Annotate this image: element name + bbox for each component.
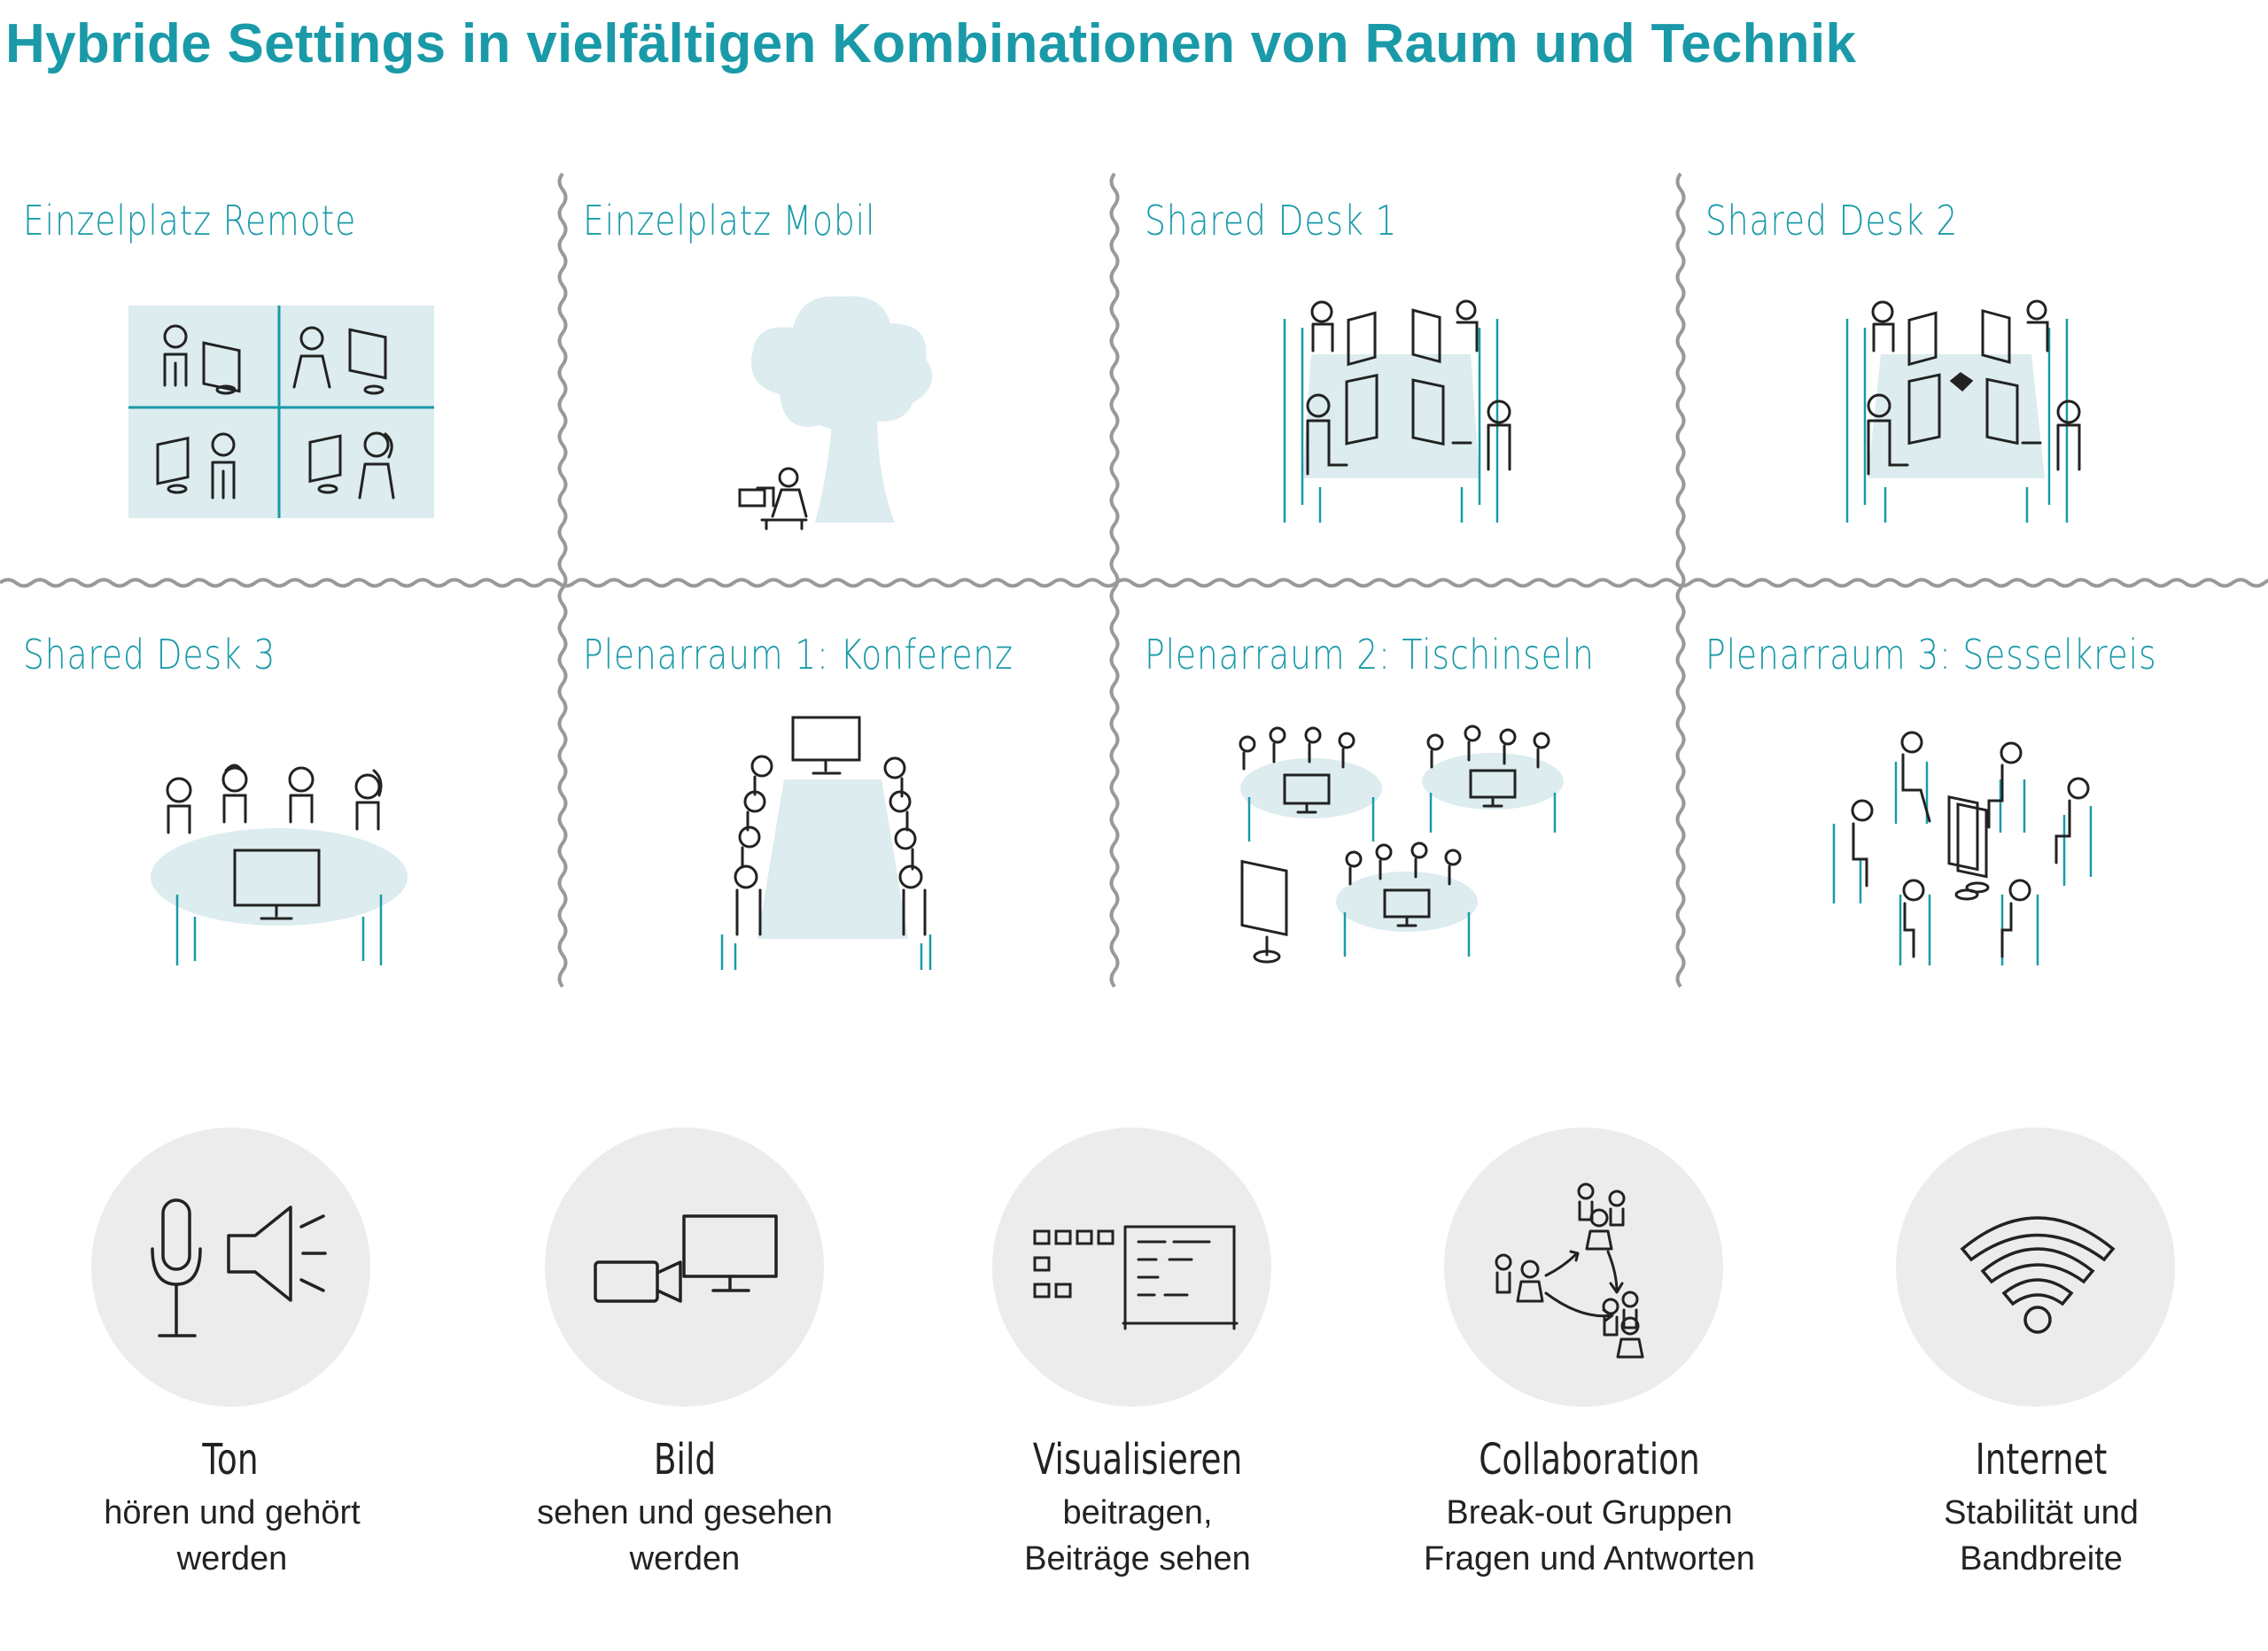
feature-desc-internet: Stabilität und Bandbreite (1829, 1490, 2254, 1582)
feature-circle-collaboration (1444, 1128, 1723, 1407)
feature-desc-bild: sehen und gesehen werden (472, 1490, 897, 1582)
setting-label-plenarraum-1: Plenarraum 1: Konferenz (583, 631, 1014, 678)
plenarraum-2-illustration (1239, 725, 1564, 964)
feature-title-collaboration: Collaboration (1479, 1435, 1700, 1484)
setting-label-shared-desk-2: Shared Desk 2 (1705, 197, 1959, 244)
feature-desc-line: Break-out Gruppen (1446, 1494, 1733, 1531)
wifi-icon (1960, 1216, 2116, 1334)
feature-desc-line: sehen und gesehen (537, 1494, 833, 1531)
feature-title-visualisieren: Visualisieren (1032, 1435, 1243, 1484)
feature-desc-ton: hören und gehört werden (19, 1490, 445, 1582)
feature-title-internet: Internet (1975, 1435, 2108, 1484)
breakout-groups-icon (1495, 1182, 1644, 1359)
feature-title-ton: Ton (202, 1435, 259, 1484)
horizontal-wavy-divider (0, 577, 2268, 588)
einzelplatz-mobil-illustration (738, 296, 933, 531)
microphone-speaker-icon (151, 1198, 327, 1337)
whiteboard-icon (1033, 1225, 1239, 1330)
feature-desc-line: werden (629, 1540, 741, 1577)
feature-desc-line: werden (176, 1540, 288, 1577)
feature-circle-internet (1896, 1128, 2175, 1407)
feature-desc-line: Beiträge sehen (1024, 1540, 1251, 1577)
feature-circle-ton (91, 1128, 370, 1407)
feature-desc-line: beitragen, (1062, 1494, 1213, 1531)
feature-desc-line: Bandbreite (1960, 1540, 2123, 1577)
feature-desc-line: Fragen und Antworten (1424, 1540, 1755, 1577)
setting-label-plenarraum-3: Plenarraum 3: Sesselkreis (1705, 631, 2157, 678)
setting-label-einzelplatz-mobil: Einzelplatz Mobil (583, 197, 876, 244)
feature-desc-visualisieren: beitragen, Beiträge sehen (925, 1490, 1350, 1582)
setting-label-plenarraum-2: Plenarraum 2: Tischinseln (1145, 631, 1595, 678)
vertical-wavy-divider (557, 172, 568, 988)
setting-label-einzelplatz-remote: Einzelplatz Remote (23, 197, 357, 244)
vertical-wavy-divider (1675, 172, 1686, 988)
feature-circle-visualisieren (992, 1128, 1271, 1407)
setting-label-shared-desk-3: Shared Desk 3 (23, 631, 276, 678)
page-title: Hybride Settings in vielfältigen Kombina… (5, 13, 1857, 74)
feature-title-bild: Bild (653, 1435, 717, 1484)
feature-desc-collaboration: Break-out Gruppen Fragen und Antworten (1377, 1490, 1802, 1582)
setting-label-shared-desk-1: Shared Desk 1 (1145, 197, 1398, 244)
plenarraum-1-illustration (720, 716, 932, 970)
camera-monitor-icon (594, 1214, 778, 1303)
feature-desc-line: Stabilität und (1944, 1494, 2139, 1531)
shared-desk-2-illustration (1845, 299, 2081, 523)
vertical-wavy-divider (1109, 172, 1120, 988)
plenarraum-3-illustration (1832, 731, 2093, 965)
einzelplatz-remote-illustration (128, 306, 434, 518)
feature-desc-line: hören und gehört (104, 1494, 361, 1531)
shared-desk-1-illustration (1283, 299, 1511, 523)
shared-desk-3-illustration (151, 763, 408, 965)
